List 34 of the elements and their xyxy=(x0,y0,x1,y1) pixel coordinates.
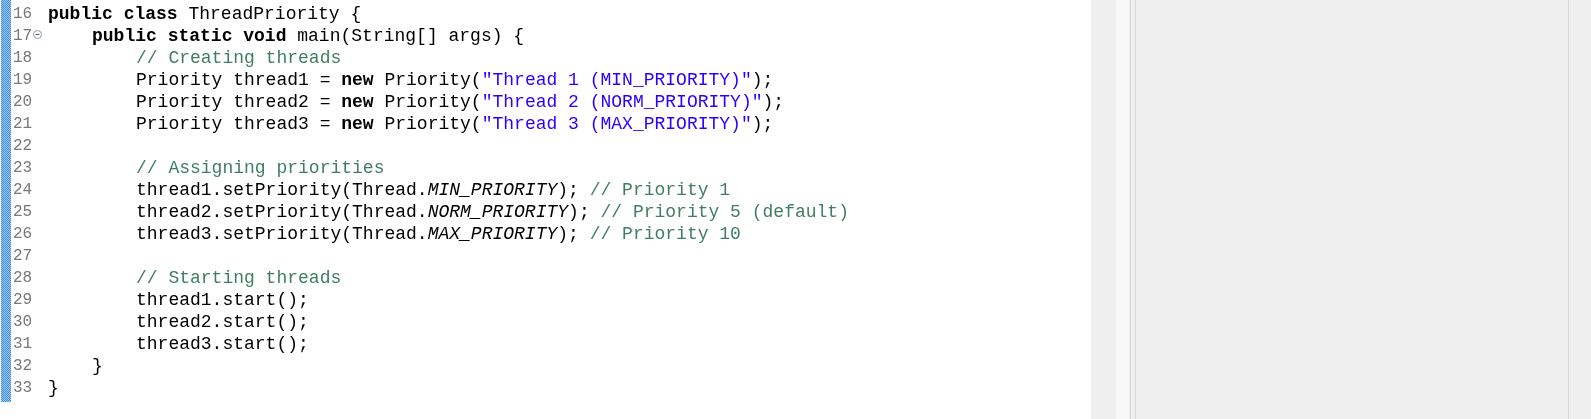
line-number: 16 xyxy=(13,4,33,25)
code-line: // Assigning priorities xyxy=(136,157,385,179)
code-line: } xyxy=(92,355,103,377)
line-number: 20 xyxy=(13,92,33,113)
line-number: 17 xyxy=(13,26,33,47)
line-number: 26 xyxy=(13,224,33,245)
code-line: } xyxy=(48,377,59,399)
line-number: 29 xyxy=(13,290,33,311)
code-line: thread3.setPriority(Thread.MAX_PRIORITY); // Priority 10 xyxy=(136,223,741,245)
line-number: 31 xyxy=(13,334,33,355)
code-line: // Starting threads xyxy=(136,267,342,289)
line-number: 33 xyxy=(13,378,33,399)
line-number: 19 xyxy=(13,70,33,91)
line-number: 24 xyxy=(13,180,33,201)
code-line: Priority thread2 = new Priority("Thread 2 (NORM_PRIORITY)"); xyxy=(136,91,785,113)
line-number: 18 xyxy=(13,48,33,69)
code-line: thread1.setPriority(Thread.MIN_PRIORITY); // Priority 1 xyxy=(136,179,731,201)
code-line: thread1.start(); xyxy=(136,289,309,311)
code-line: thread2.start(); xyxy=(136,311,309,333)
line-number: 28 xyxy=(13,268,33,289)
line-number: 22 xyxy=(13,136,33,157)
line-number: 32 xyxy=(13,356,33,377)
line-number: 27 xyxy=(13,246,33,267)
code-line: Priority thread3 = new Priority("Thread 3 (MAX_PRIORITY)"); xyxy=(136,113,774,135)
code-line: // Creating threads xyxy=(136,47,342,69)
line-number: 25 xyxy=(13,202,33,223)
code-line: public static void main(String[] args) { xyxy=(92,25,525,47)
code-line: Priority thread1 = new Priority("Thread 1 (MIN_PRIORITY)"); xyxy=(136,69,774,91)
line-number: 30 xyxy=(13,312,33,333)
code-line: thread3.start(); xyxy=(136,333,309,355)
line-number: 23 xyxy=(13,158,33,179)
code-line: thread2.setPriority(Thread.NORM_PRIORITY); // Priority 5 (default) xyxy=(136,201,849,223)
code-line: public class ThreadPriority { xyxy=(48,3,362,25)
line-number: 21 xyxy=(13,114,33,135)
